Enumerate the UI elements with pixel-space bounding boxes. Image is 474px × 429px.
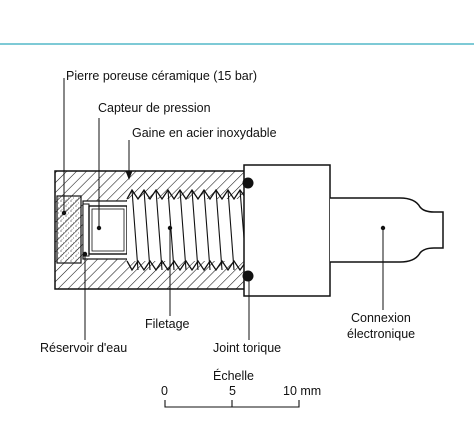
thread-label: Filetage: [145, 317, 190, 331]
sheath-label: Gaine en acier inoxydable: [132, 126, 277, 140]
scale-tick-0: 0: [161, 384, 168, 398]
pressure-sensor: [88, 205, 128, 255]
leader-lines: [63, 78, 384, 340]
connection-label-line2: électronique: [347, 327, 415, 341]
o-ring-label: Joint torique: [213, 341, 281, 355]
scale-bar: Échelle 0 5 10 mm: [161, 368, 321, 408]
leader-dots: [61, 171, 386, 257]
pressure-sensor-label: Capteur de pression: [98, 101, 211, 115]
connection-label-line1: Connexion: [351, 311, 411, 325]
thread: [126, 188, 246, 272]
porous-stone-label: Pierre poreuse céramique (15 bar): [66, 69, 257, 83]
scale-tick-5: 5: [229, 384, 236, 398]
figure-frame: [0, 43, 474, 429]
scale-title: Échelle: [213, 368, 254, 383]
electronics-housing: [243, 164, 331, 297]
scale-tick-10: 10 mm: [283, 384, 321, 398]
water-reservoir: [82, 203, 90, 257]
porous-stone: [56, 195, 82, 264]
cable: [330, 197, 444, 263]
o-ring: [242, 177, 254, 282]
water-reservoir-label: Réservoir d'eau: [40, 341, 127, 355]
